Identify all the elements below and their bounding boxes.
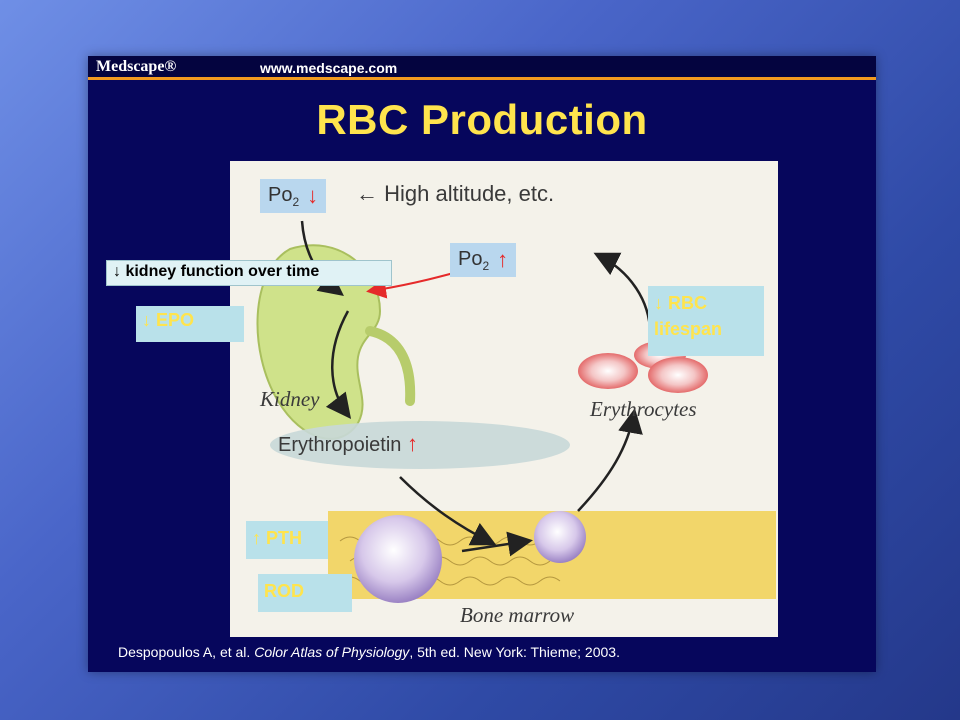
- po2-low-label: Po: [268, 183, 293, 206]
- arrow-kidney-to-epo: [325, 310, 352, 419]
- kidney-label: Kidney: [260, 387, 320, 411]
- rbc-3: [648, 357, 708, 393]
- rod-overlay: ROD: [258, 574, 352, 612]
- diagram-graphics: [256, 220, 776, 603]
- header-url: www.medscape.com: [260, 60, 398, 76]
- arrow-up-icon: ↑: [406, 431, 418, 456]
- slide-title: RBC Production: [316, 96, 648, 143]
- header-bar: Medscape® www.medscape.com: [88, 56, 876, 80]
- erythropoietin-ellipse: [270, 421, 570, 469]
- slide: Medscape® www.medscape.com RBC Productio…: [88, 56, 876, 672]
- medscape-logo: Medscape®: [96, 58, 177, 75]
- po2-high-box: Po2 ↑: [450, 243, 517, 277]
- po2-low-subscript: 2: [292, 194, 300, 209]
- citation: Despopoulos A, et al. Color Atlas of Phy…: [118, 644, 620, 660]
- arrow-precursor-to-rbc: [577, 408, 643, 512]
- citation-rest: , 5th ed. New York: Thieme; 2003.: [409, 644, 620, 660]
- arrow-rbc-to-po2: [593, 252, 652, 334]
- rbc-lifespan-overlay: ↓ RBC lifespan: [648, 286, 764, 356]
- citation-authors: Despopoulos A, et al.: [118, 644, 255, 660]
- rbc-1: [578, 353, 638, 389]
- rbc-lifespan-line2: lifespan: [654, 319, 723, 339]
- epo-overlay: ↓ EPO: [136, 306, 244, 342]
- arrow-stem-to-precursor: [461, 531, 533, 557]
- bone-marrow-label: Bone marrow: [460, 603, 575, 627]
- arrow-epo-to-marrow: [399, 476, 497, 546]
- erythropoietin-text: Erythropoietin: [278, 434, 402, 456]
- high-altitude-label: ← High altitude, etc.: [356, 181, 555, 206]
- erythrocytes-label: Erythrocytes: [590, 397, 697, 421]
- rbc-lifespan-line1: ↓ RBC: [654, 293, 707, 313]
- po2-high-subscript: 2: [482, 258, 490, 273]
- precursor-cell: [534, 511, 586, 563]
- pth-overlay: ↑ PTH: [246, 521, 328, 559]
- diagram-figure: Po2 ↓ ← High altitude, etc. Po2 ↑ Kidney…: [230, 161, 778, 637]
- arrow-down-icon: ↓: [307, 183, 319, 208]
- erythropoietin-label: Erythropoietin ↑: [278, 431, 418, 457]
- po2-low-box: Po2 ↓: [260, 179, 327, 213]
- kidney-function-box: ↓ kidney function over time: [106, 260, 392, 286]
- arrow-up-icon: ↑: [497, 247, 509, 272]
- ureter-shape: [365, 326, 416, 406]
- citation-book: Color Atlas of Physiology: [254, 644, 410, 660]
- po2-high-label: Po: [458, 247, 483, 270]
- stem-cell: [354, 515, 442, 603]
